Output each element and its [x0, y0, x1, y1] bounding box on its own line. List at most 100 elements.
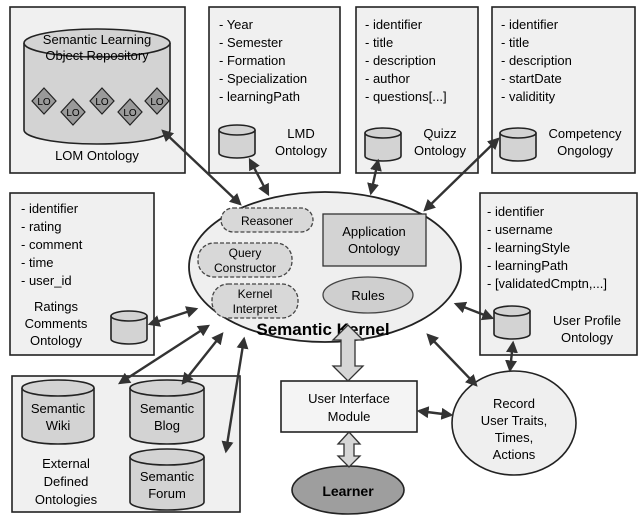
semantic-blog-cylinder: Semantic Blog: [129, 379, 205, 445]
quizz-field-0: - identifier: [365, 17, 423, 32]
competency-field-0: - identifier: [501, 17, 559, 32]
semantic-kernel: Reasoner Query Constructor Kernel Interp…: [188, 191, 462, 343]
lo-diamond-1: LO: [31, 87, 57, 115]
lmd-field-0: - Year: [219, 17, 254, 32]
ratings-field-2: - comment: [21, 237, 83, 252]
ratings-database-icon: [110, 310, 148, 345]
ratings-caption-line3: Ontology: [30, 333, 83, 348]
lmd-caption-line2: Ontology: [275, 143, 328, 158]
record-line1: Record: [493, 396, 535, 411]
quizz-caption-line2: Ontology: [414, 143, 467, 158]
semantic-wiki-cylinder: Semantic Wiki: [21, 379, 95, 445]
user-profile-ontology-box: - identifier - username - learningStyle …: [479, 192, 638, 356]
kernel-interpret-pill: [211, 283, 299, 319]
query-constructor-pill: [197, 242, 293, 278]
learner: Learner: [291, 465, 405, 515]
user-profile-field-2: - learningStyle: [487, 240, 570, 255]
record-user-traits: Record User Traits, Times, Actions: [451, 370, 577, 476]
semantic-kernel-title: Semantic Kernel: [256, 320, 389, 339]
ratings-caption-line2: Comments: [25, 316, 88, 331]
application-ontology-box: [322, 213, 427, 267]
quizz-field-1: - title: [365, 35, 393, 50]
user-profile-field-1: - username: [487, 222, 553, 237]
application-ontology-line2: Ontology: [348, 241, 401, 256]
external-ontologies-box: Semantic Wiki Semantic Blog Semantic For…: [11, 375, 241, 513]
lo-diamond-3: LO: [89, 87, 115, 115]
record-line2: User Traits,: [481, 413, 547, 428]
user-profile-caption-line2: Ontology: [561, 330, 614, 345]
record-line3: Times,: [495, 430, 534, 445]
lo-diamond-5: LO: [144, 87, 170, 115]
forum-label-line2: Forum: [148, 486, 186, 501]
reasoner-pill: [220, 207, 314, 233]
lo-diamond-4: LO: [117, 98, 143, 126]
arrow-kernel-forum: [221, 336, 249, 454]
lmd-field-4: - learningPath: [219, 89, 300, 104]
ratings-field-1: - rating: [21, 219, 61, 234]
lmd-caption-line1: LMD: [287, 126, 314, 141]
query-constructor-line2: Constructor: [214, 261, 276, 275]
quizz-field-4: - questions[...]: [365, 89, 447, 104]
reasoner-label: Reasoner: [241, 214, 293, 228]
external-caption-line3: Ontologies: [35, 492, 98, 507]
application-ontology-line1: Application: [342, 224, 406, 239]
kernel-ui-block-arrow: [331, 324, 365, 382]
rules-label: Rules: [351, 288, 385, 303]
blog-label-line1: Semantic: [140, 401, 195, 416]
kernel-interpret-line2: Interpret: [233, 302, 278, 316]
user-profile-field-0: - identifier: [487, 204, 545, 219]
user-profile-field-4: - [validatedCmptn,...]: [487, 276, 607, 291]
repository-title-line1: Semantic Learning: [43, 32, 151, 47]
lmd-field-3: - Specialization: [219, 71, 307, 86]
lmd-database-icon: [218, 124, 256, 159]
lmd-field-2: - Formation: [219, 53, 285, 68]
arrow-kernel-lmd: [248, 157, 270, 197]
competency-field-1: - title: [501, 35, 529, 50]
user-interface-module: User Interface Module: [280, 380, 418, 433]
wiki-label-line1: Semantic: [31, 401, 86, 416]
svg-text:LO: LO: [66, 108, 80, 119]
ratings-field-0: - identifier: [21, 201, 79, 216]
forum-label-line1: Semantic: [140, 469, 195, 484]
lom-ontology-caption: LOM Ontology: [55, 148, 139, 163]
quizz-field-3: - author: [365, 71, 410, 86]
ui-module-line1: User Interface: [308, 391, 390, 406]
user-profile-field-3: - learningPath: [487, 258, 568, 273]
competency-database-icon: [499, 127, 537, 162]
user-profile-database-icon: [493, 305, 531, 340]
connector-arrows: [117, 129, 518, 454]
blog-label-line2: Blog: [154, 418, 180, 433]
ratings-ontology-box: - identifier - rating - comment - time -…: [9, 192, 155, 356]
quizz-field-2: - description: [365, 53, 436, 68]
competency-field-2: - description: [501, 53, 572, 68]
competency-caption-line2: Ongology: [557, 143, 613, 158]
external-caption-line1: External: [42, 456, 90, 471]
wiki-label-line2: Wiki: [46, 418, 71, 433]
quizz-ontology-box: - identifier - title - description - aut…: [355, 6, 479, 174]
ratings-field-4: - user_id: [21, 273, 72, 288]
arrow-kernel-ratings: [147, 306, 199, 327]
competency-field-3: - startDate: [501, 71, 562, 86]
competency-ontology-box: - identifier - title - description - sta…: [491, 6, 636, 174]
competency-caption-line1: Competency: [549, 126, 622, 141]
repository-title-line2: Object Repository: [45, 48, 149, 63]
svg-text:LO: LO: [37, 97, 51, 108]
semantic-forum-cylinder: Semantic Forum: [129, 448, 205, 511]
arrow-kernel-userprofile: [453, 301, 495, 321]
ui-module-line2: Module: [328, 409, 371, 424]
record-line4: Actions: [493, 447, 536, 462]
lo-diamond-2: LO: [60, 98, 86, 126]
arrow-userprofile-record: [505, 340, 518, 373]
learner-label: Learner: [322, 483, 374, 499]
rules-ellipse: [322, 276, 414, 314]
external-caption-line2: Defined: [44, 474, 89, 489]
lmd-ontology-box: - Year - Semester - Formation - Speciali…: [208, 6, 341, 174]
ratings-caption-line1: Ratings: [34, 299, 79, 314]
arrow-kernel-lom: [161, 129, 242, 206]
lmd-field-1: - Semester: [219, 35, 283, 50]
arrow-kernel-blog: [181, 332, 224, 385]
svg-text:LO: LO: [95, 97, 109, 108]
arrow-kernel-quizz: [367, 158, 382, 196]
arrow-ui-record: [416, 406, 454, 420]
